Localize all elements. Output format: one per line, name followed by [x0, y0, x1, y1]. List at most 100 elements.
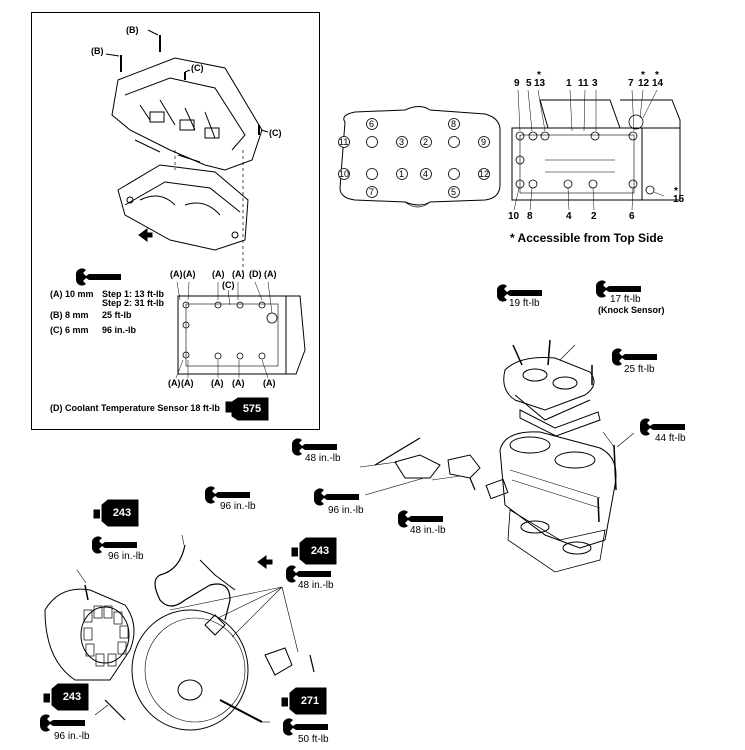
head-bolt-number: 8: [451, 119, 457, 129]
crankcase-bolt-number: 12: [638, 78, 650, 89]
case-label-a: (A): [264, 269, 277, 279]
wrench-icon: [76, 268, 121, 286]
wrench-icon: [292, 438, 337, 456]
loctite-tag: 243: [310, 545, 330, 557]
torque-label: 17 ft-lb: [610, 294, 641, 305]
case-label-d: (D): [249, 269, 262, 279]
crankcase-bolt-number: 7: [628, 78, 634, 89]
cylinder-head-assembly: [485, 339, 635, 573]
accessible-star: *: [537, 70, 541, 81]
case-label-a: (A): [232, 269, 245, 279]
crankcase-bolt-number: 14: [652, 78, 664, 89]
loctite-tag: 271: [300, 695, 320, 707]
case-label-a: (A): [181, 378, 194, 388]
loctite-tag: 243: [62, 691, 82, 703]
crankcase-bolt-number: 5: [526, 78, 532, 89]
head-bolt-number: 4: [423, 169, 429, 179]
lower-crankcase-drawing: [117, 164, 249, 251]
cylinder-head-plan: [339, 106, 501, 208]
spec-key-b: (B) 8 mm: [50, 310, 89, 320]
head-bolt-number: 7: [369, 187, 375, 197]
crankcase-bolt-number: 4: [566, 211, 572, 222]
spec-key-a: (A) 10 mm: [50, 289, 94, 299]
coolant-sensor-spec: (D) Coolant Temperature Sensor 18 ft-lb: [50, 403, 220, 413]
inset-crankcase-plan: [175, 281, 306, 379]
torque-label: 25 ft-lb: [624, 364, 655, 375]
torque-label: 96 in.-lb: [328, 505, 364, 516]
callout-b-2: (B): [91, 46, 104, 56]
head-bolt-number: 12: [479, 169, 490, 179]
spec-key-c: (C) 6 mm: [50, 325, 89, 335]
torque-label: 19 ft-lb: [509, 298, 540, 309]
loctite-tag: 575: [242, 403, 262, 415]
head-bolt-number: 2: [423, 137, 429, 147]
head-bolt-number: 1: [399, 169, 405, 179]
knock-sensor-label: (Knock Sensor): [598, 305, 665, 315]
crankcase-inset-frame: [31, 12, 320, 430]
upper-crankcase-drawing: [105, 29, 269, 171]
wrench-icon: [497, 284, 542, 302]
wrench-icon: [398, 510, 443, 528]
wrench-icon: [283, 718, 328, 736]
wrench-icon: [596, 280, 641, 298]
torque-label: 96 in.-lb: [220, 501, 256, 512]
crankcase-bolt-number: 2: [591, 211, 597, 222]
wrench-icon: [40, 714, 85, 732]
crankcase-bolt-number: 8: [527, 211, 533, 222]
callout-c-1: (C): [191, 63, 204, 73]
case-label-a: (A): [183, 269, 196, 279]
crankcase-bolt-number: 10: [508, 211, 520, 222]
crankcase-top-view: [511, 89, 681, 211]
head-bolt-number: 5: [451, 187, 457, 197]
wrench-icon: [92, 536, 137, 554]
crankcase-bolt-number: 13: [534, 78, 546, 89]
accessible-star: *: [655, 70, 659, 81]
crankcase-bolt-number: 1: [566, 78, 572, 89]
torque-label: 44 ft-lb: [655, 433, 686, 444]
torque-label: 50 ft-lb: [298, 734, 329, 745]
wrench-icon: [205, 486, 250, 504]
spec-value-b: 25 ft-lb: [102, 310, 132, 320]
torque-label: 48 in.-lb: [305, 453, 341, 464]
crankcase-bolt-number: 3: [592, 78, 598, 89]
torque-label: 96 in.-lb: [108, 551, 144, 562]
wrench-icon: [612, 348, 657, 366]
crankcase-bolt-number: 11: [578, 78, 589, 89]
spec-value-a1: Step 1: 13 ft-lb: [102, 289, 165, 299]
head-bolt-number: 9: [481, 137, 487, 147]
callout-c-2: (C): [269, 128, 282, 138]
wrench-icons: [40, 268, 685, 736]
case-label-a: (A): [170, 269, 183, 279]
head-bolt-circles: [338, 118, 490, 198]
crankcase-bolt-number: 9: [514, 78, 520, 89]
head-bolt-number: 3: [399, 137, 405, 147]
exhaust-valve-parts: [359, 437, 481, 496]
accessible-note: * Accessible from Top Side: [510, 231, 664, 245]
case-label-a: (A): [168, 378, 181, 388]
loctite-tag: 243: [112, 507, 132, 519]
wrench-icon: [286, 565, 331, 583]
stator-flywheel-drawing: [44, 534, 315, 731]
torque-label: 48 in.-lb: [298, 580, 334, 591]
case-label-a: (A): [211, 378, 224, 388]
callout-b-1: (B): [126, 25, 139, 35]
case-label-a: (A): [263, 378, 276, 388]
case-label-a: (A): [232, 378, 245, 388]
torque-label: 96 in.-lb: [54, 731, 90, 742]
spec-value-c: 96 in.-lb: [102, 325, 137, 335]
head-bolt-number: 11: [339, 137, 349, 147]
wrench-icon: [314, 488, 359, 506]
accessible-star: *: [674, 186, 678, 197]
torque-label: 48 in.-lb: [410, 525, 446, 536]
head-bolt-number: 10: [339, 169, 350, 179]
wrench-icon: [640, 418, 685, 436]
crankcase-bolt-number: 6: [629, 211, 635, 222]
head-bolt-number: 6: [369, 119, 375, 129]
accessible-star: *: [641, 70, 645, 81]
loctite-tag-shapes: [43, 397, 337, 715]
case-label-a: (A): [212, 269, 225, 279]
case-label-c: (C): [222, 280, 235, 290]
spec-value-a2: Step 2: 31 ft-lb: [102, 298, 165, 308]
crankcase-bolt-number: 15: [673, 194, 685, 205]
